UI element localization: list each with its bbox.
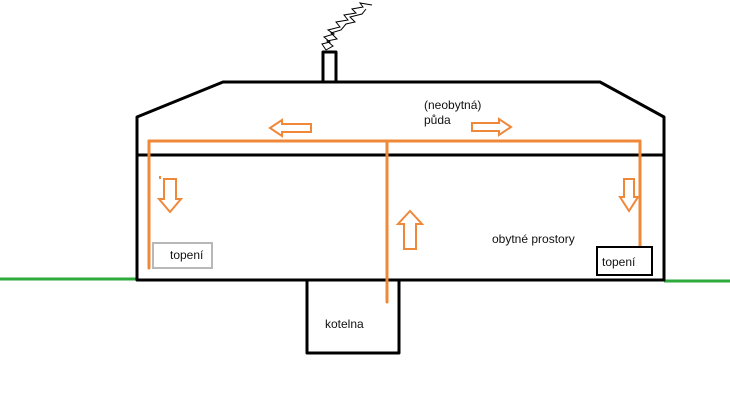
living-space-walls	[135, 153, 666, 282]
heater-left-box	[152, 242, 213, 269]
attic-label-line2: půda	[424, 113, 451, 127]
flow-arrows	[156, 117, 640, 250]
attic-label-line1: (neobytná)	[424, 98, 481, 112]
boiler-room-label: kotelna	[325, 317, 364, 331]
arrow-down-right-icon	[618, 178, 640, 213]
basement-walls	[305, 280, 401, 355]
arrow-left-icon	[268, 118, 312, 138]
house-outline	[135, 50, 666, 355]
heater-right-box	[596, 246, 653, 276]
heater-right-label: topení	[602, 255, 636, 269]
smoke-squiggle-icon	[321, 2, 373, 51]
roof	[135, 80, 666, 155]
arrow-down-left-icon	[156, 178, 184, 214]
living-space-label: obytné prostory	[492, 232, 575, 246]
heating-pipes	[147, 139, 642, 304]
heater-left-label: topení	[170, 248, 204, 262]
chimney	[321, 50, 338, 84]
arrow-up-icon	[395, 209, 425, 250]
arrow-right-icon	[471, 117, 513, 137]
